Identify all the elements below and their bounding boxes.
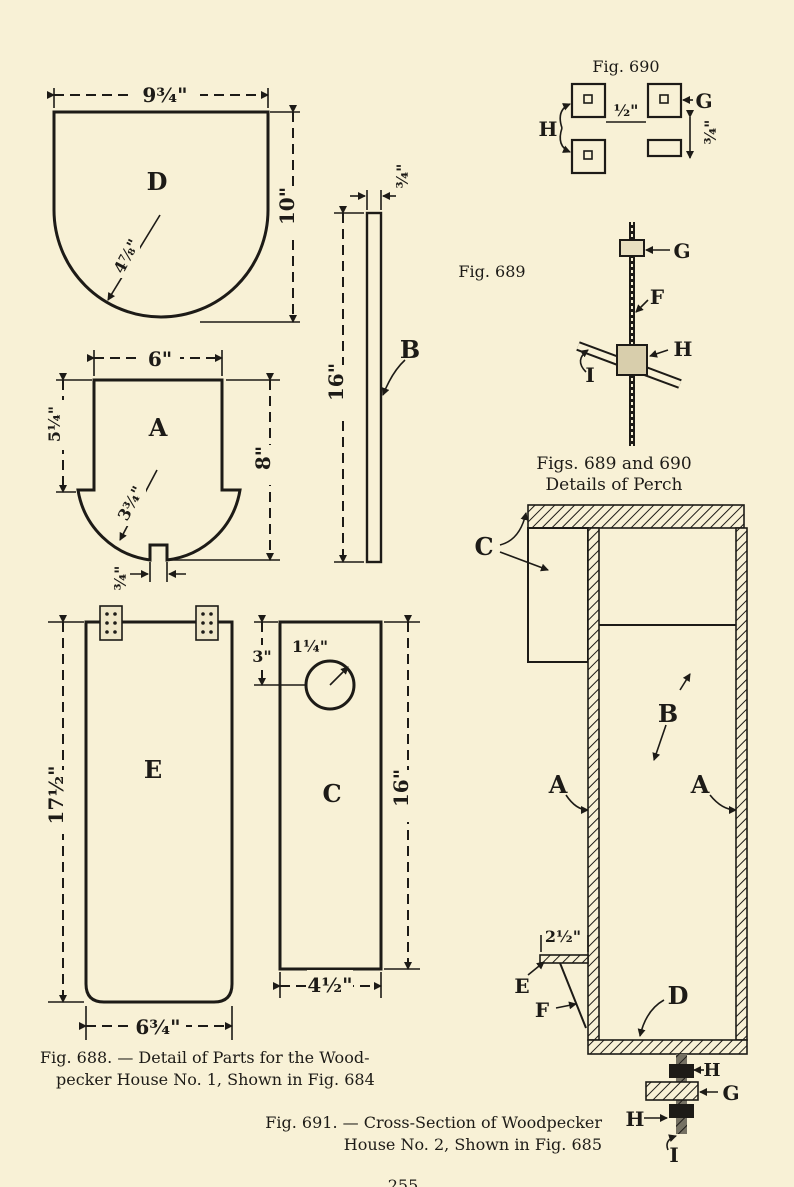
fig-690: Fig. 690 ½" ¾" H G [539, 57, 720, 175]
fig-689-f: F [650, 285, 664, 309]
fig-690-h: H [539, 117, 558, 141]
caption-688-line2: pecker House No. 1, Shown in Fig. 684 [56, 1070, 375, 1089]
hinge-icon [195, 605, 219, 641]
fig-690-size: ¾" [701, 119, 720, 144]
fig-690-title: Fig. 690 [592, 57, 659, 76]
caption-689-690-line1: Figs. 689 and 690 [536, 454, 691, 474]
caption-691-line1: Fig. 691. — Cross-Section of Woodpecker [265, 1113, 602, 1132]
part-c-width: 4½" [307, 973, 352, 997]
fig-689-i: I [585, 363, 594, 387]
fig-691-e: E [514, 974, 529, 998]
fig-691-h-right: H [703, 1060, 720, 1081]
caption-691-line2: House No. 2, Shown in Fig. 685 [344, 1135, 602, 1154]
part-c-hole-from-top: 3" [252, 647, 271, 666]
part-a-width: 6" [148, 347, 172, 371]
part-b: ¾" 16" B [324, 163, 420, 564]
caption-689-690-line2: Details of Perch [546, 475, 683, 495]
caption-688-line1: Fig. 688. — Detail of Parts for the Wood… [40, 1048, 369, 1067]
fig-691-g: G [722, 1081, 739, 1105]
part-b-label: B [400, 335, 420, 364]
part-e-width: 6¾" [135, 1015, 180, 1039]
part-e-label: E [144, 755, 162, 784]
hinge-icon [99, 605, 123, 641]
part-b-thickness: ¾" [393, 163, 412, 188]
fig-690-gap: ½" [613, 101, 638, 120]
part-c-hole-dia: 1¼" [292, 637, 328, 656]
fig-691-d: D [668, 981, 689, 1010]
fig-691-perch-width: 2½" [545, 927, 581, 946]
fig-691-c: C [474, 532, 493, 561]
part-b-length: 16" [324, 363, 348, 401]
part-c: 1¼" 3" 16" 4½" C [248, 615, 420, 998]
part-e-height: 17½" [44, 765, 68, 824]
part-c-height: 16" [389, 769, 413, 807]
fig-691-a-right: A [690, 770, 710, 799]
part-e: 17½" 6¾" E [44, 605, 234, 1040]
fig-691-f: F [535, 998, 549, 1022]
part-d: 9¾" 10" 4⅞" D [47, 80, 306, 323]
part-a-side: 5¼" [45, 406, 64, 442]
part-d-label: D [147, 167, 168, 196]
fig-691-b: B [658, 699, 678, 728]
fig-690-g: G [695, 89, 712, 113]
fig-689-g: G [673, 239, 690, 263]
fig-691: 2½" C B A A E F D H G H I [474, 504, 748, 1167]
fig-691-i: I [669, 1143, 678, 1167]
part-a-height: 8" [251, 446, 275, 470]
page-number: 255 [388, 1176, 419, 1187]
part-d-width: 9¾" [142, 83, 187, 107]
fig-691-h-left: H [626, 1107, 645, 1131]
part-c-label: C [322, 779, 341, 808]
fig-691-a-left: A [548, 770, 568, 799]
fig-689-title: Fig. 689 [458, 262, 525, 281]
part-a-label: A [148, 413, 168, 442]
fig-689-h: H [674, 337, 693, 361]
fig-689: Fig. 689 G F H I [458, 222, 692, 446]
part-d-height: 10" [275, 187, 299, 225]
part-a: 6" 5¼" 8" 3¾" ¾" A [45, 344, 282, 591]
part-a-notch: ¾" [111, 565, 130, 590]
